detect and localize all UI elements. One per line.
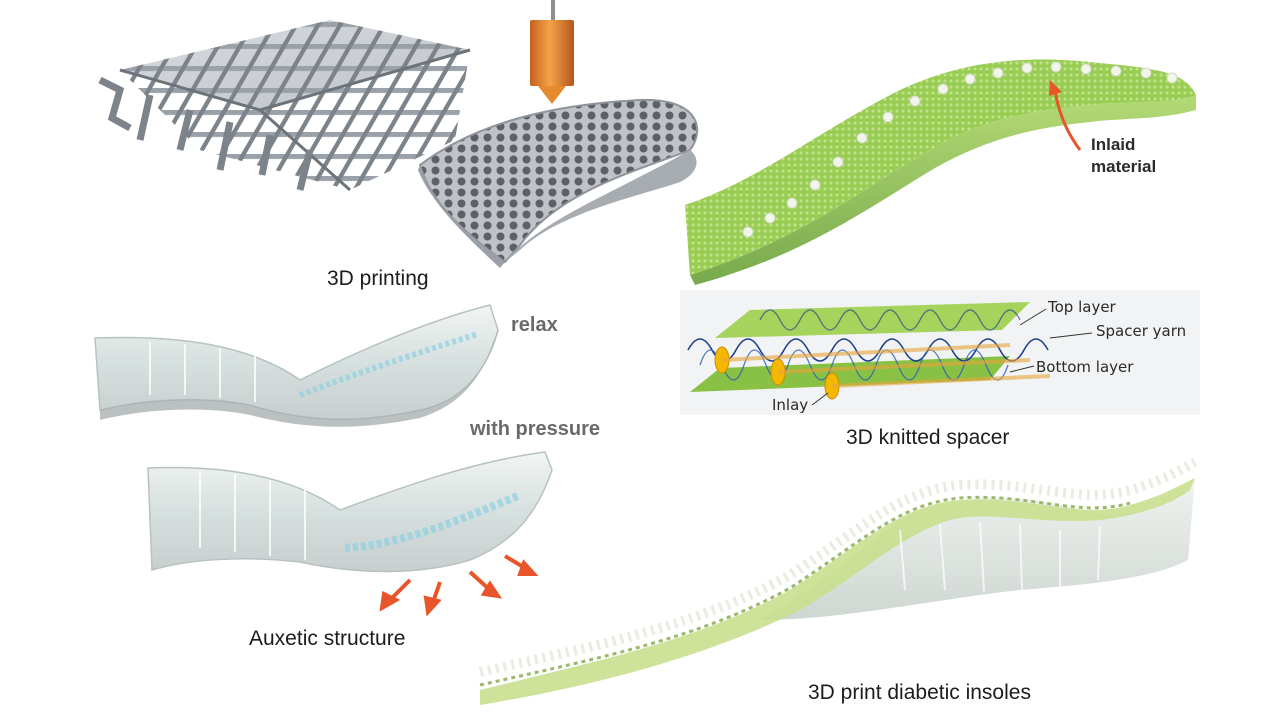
inlaid-callout-arrow <box>1053 89 1082 151</box>
label-auxetic-structure: Auxetic structure <box>249 627 406 650</box>
pressure-arrows <box>379 554 539 617</box>
label-inlaid-material: Inlaid material <box>1091 134 1156 178</box>
label-inlaid-line1: Inlaid <box>1091 135 1136 154</box>
label-3d-printing: 3D printing <box>327 267 429 290</box>
label-top-layer: Top layer <box>1048 298 1116 316</box>
label-spacer-yarn: Spacer yarn <box>1096 322 1187 340</box>
label-3d-print-diabetic-insoles: 3D print diabetic insoles <box>808 681 1031 704</box>
label-3d-knitted-spacer: 3D knitted spacer <box>846 426 1010 449</box>
inlaid-beads <box>742 61 1178 238</box>
label-inlay: Inlay <box>772 396 809 414</box>
label-inlaid-line2: material <box>1091 157 1157 176</box>
label-bottom-layer: Bottom layer <box>1036 358 1134 376</box>
label-with-pressure: with pressure <box>470 418 601 440</box>
label-relax: relax <box>511 314 558 336</box>
